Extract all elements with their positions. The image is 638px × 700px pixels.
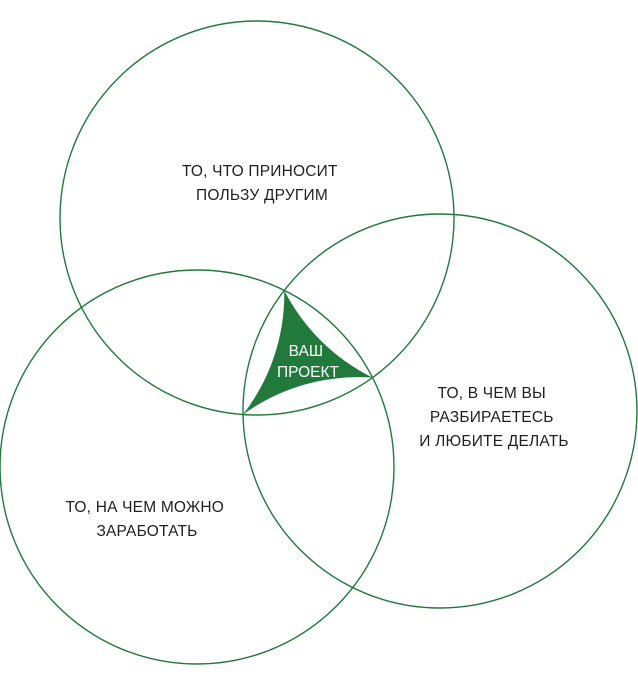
circle-right-label: ТО, В ЧЕМ ВЫ РАЗБИРАЕТЕСЬ И ЛЮБИТЕ ДЕЛАТ… — [419, 385, 568, 450]
center-label-line: ВАШ — [289, 343, 323, 360]
center-label: ВАШ ПРОЕКТ — [277, 343, 340, 381]
circle-left-label-line: ЗАРАБОТАТЬ — [96, 523, 197, 540]
center-label-line: ПРОЕКТ — [277, 364, 340, 381]
circle-top-label-line: ПОЛЬЗУ ДРУГИМ — [196, 187, 328, 204]
circle-top — [59, 20, 455, 416]
circle-right-label-line: И ЛЮБИТЕ ДЕЛАТЬ — [419, 433, 568, 450]
circle-right-label-line: ТО, В ЧЕМ ВЫ — [438, 385, 546, 402]
center-intersection-region — [243, 290, 373, 415]
circle-right — [242, 213, 638, 609]
circle-top-label: ТО, ЧТО ПРИНОСИТ ПОЛЬЗУ ДРУГИМ — [182, 163, 342, 204]
circle-right-label-line: РАЗБИРАЕТЕСЬ — [430, 409, 554, 426]
circle-left — [0, 269, 395, 665]
circle-left-label-line: ТО, НА ЧЕМ МОЖНО — [65, 499, 224, 516]
circle-top-label-line: ТО, ЧТО ПРИНОСИТ — [182, 163, 338, 180]
circle-left-label: ТО, НА ЧЕМ МОЖНО ЗАРАБОТАТЬ — [65, 499, 228, 540]
